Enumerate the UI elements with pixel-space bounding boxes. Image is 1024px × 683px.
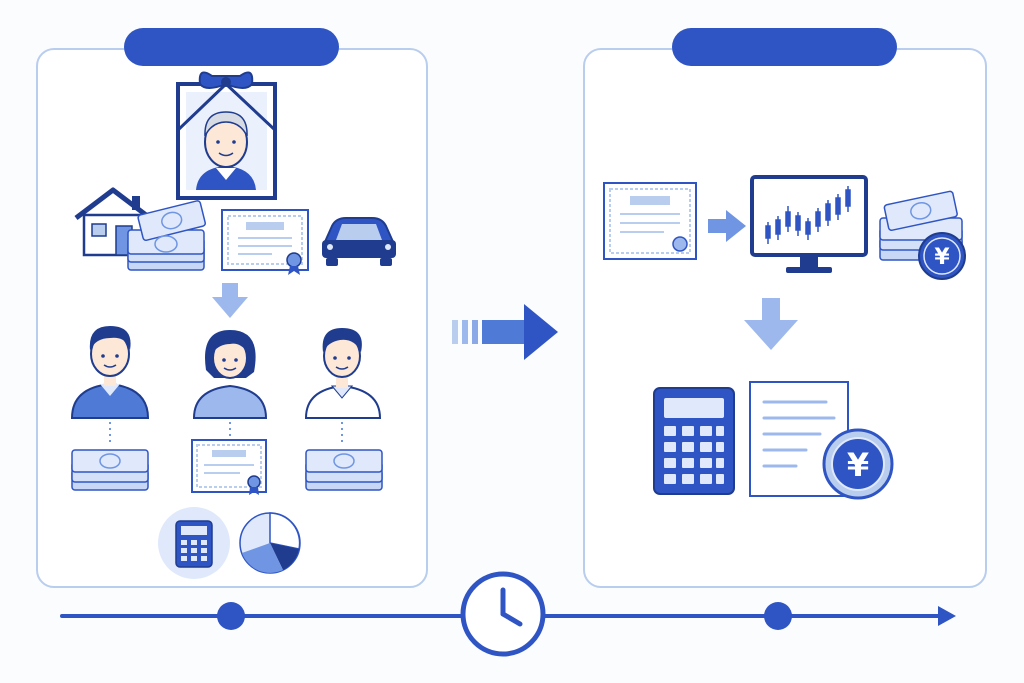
stock-monitor-icon: [750, 175, 868, 273]
car-icon: [322, 217, 396, 266]
yen-symbol: ¥: [847, 446, 869, 484]
cash-stack-icon: [305, 449, 383, 491]
pie-chart-icon: [239, 512, 301, 574]
memorial-portrait-icon: [176, 71, 277, 200]
certificate-icon: [221, 209, 309, 275]
cash-stack-icon: [71, 449, 149, 491]
down-arrow-icon: [744, 298, 798, 350]
timeline-point: [217, 602, 245, 630]
certificate-icon: [603, 182, 697, 260]
timeline-point: [764, 602, 792, 630]
calculator-icon: [653, 387, 735, 495]
yen-symbol: ¥: [934, 245, 950, 270]
cash-stack-icon: [127, 200, 207, 271]
yen-coin-icon: ¥: [822, 428, 894, 500]
left-panel-label: [124, 28, 339, 66]
heir-young-man-icon: [304, 328, 382, 419]
clock-icon: [460, 571, 546, 657]
heir-man-icon: [70, 326, 150, 419]
yen-coin-icon: ¥: [918, 232, 966, 280]
certificate-icon: [191, 439, 267, 495]
tax-document-icon: [749, 381, 849, 497]
right-panel: [583, 48, 987, 588]
calculator-icon: [158, 507, 230, 579]
flow-arrow-icon: [452, 304, 558, 360]
right-panel-label: [672, 28, 897, 66]
down-arrow-icon: [212, 283, 248, 318]
right-arrow-icon: [708, 210, 746, 242]
heir-woman-icon: [192, 330, 268, 419]
